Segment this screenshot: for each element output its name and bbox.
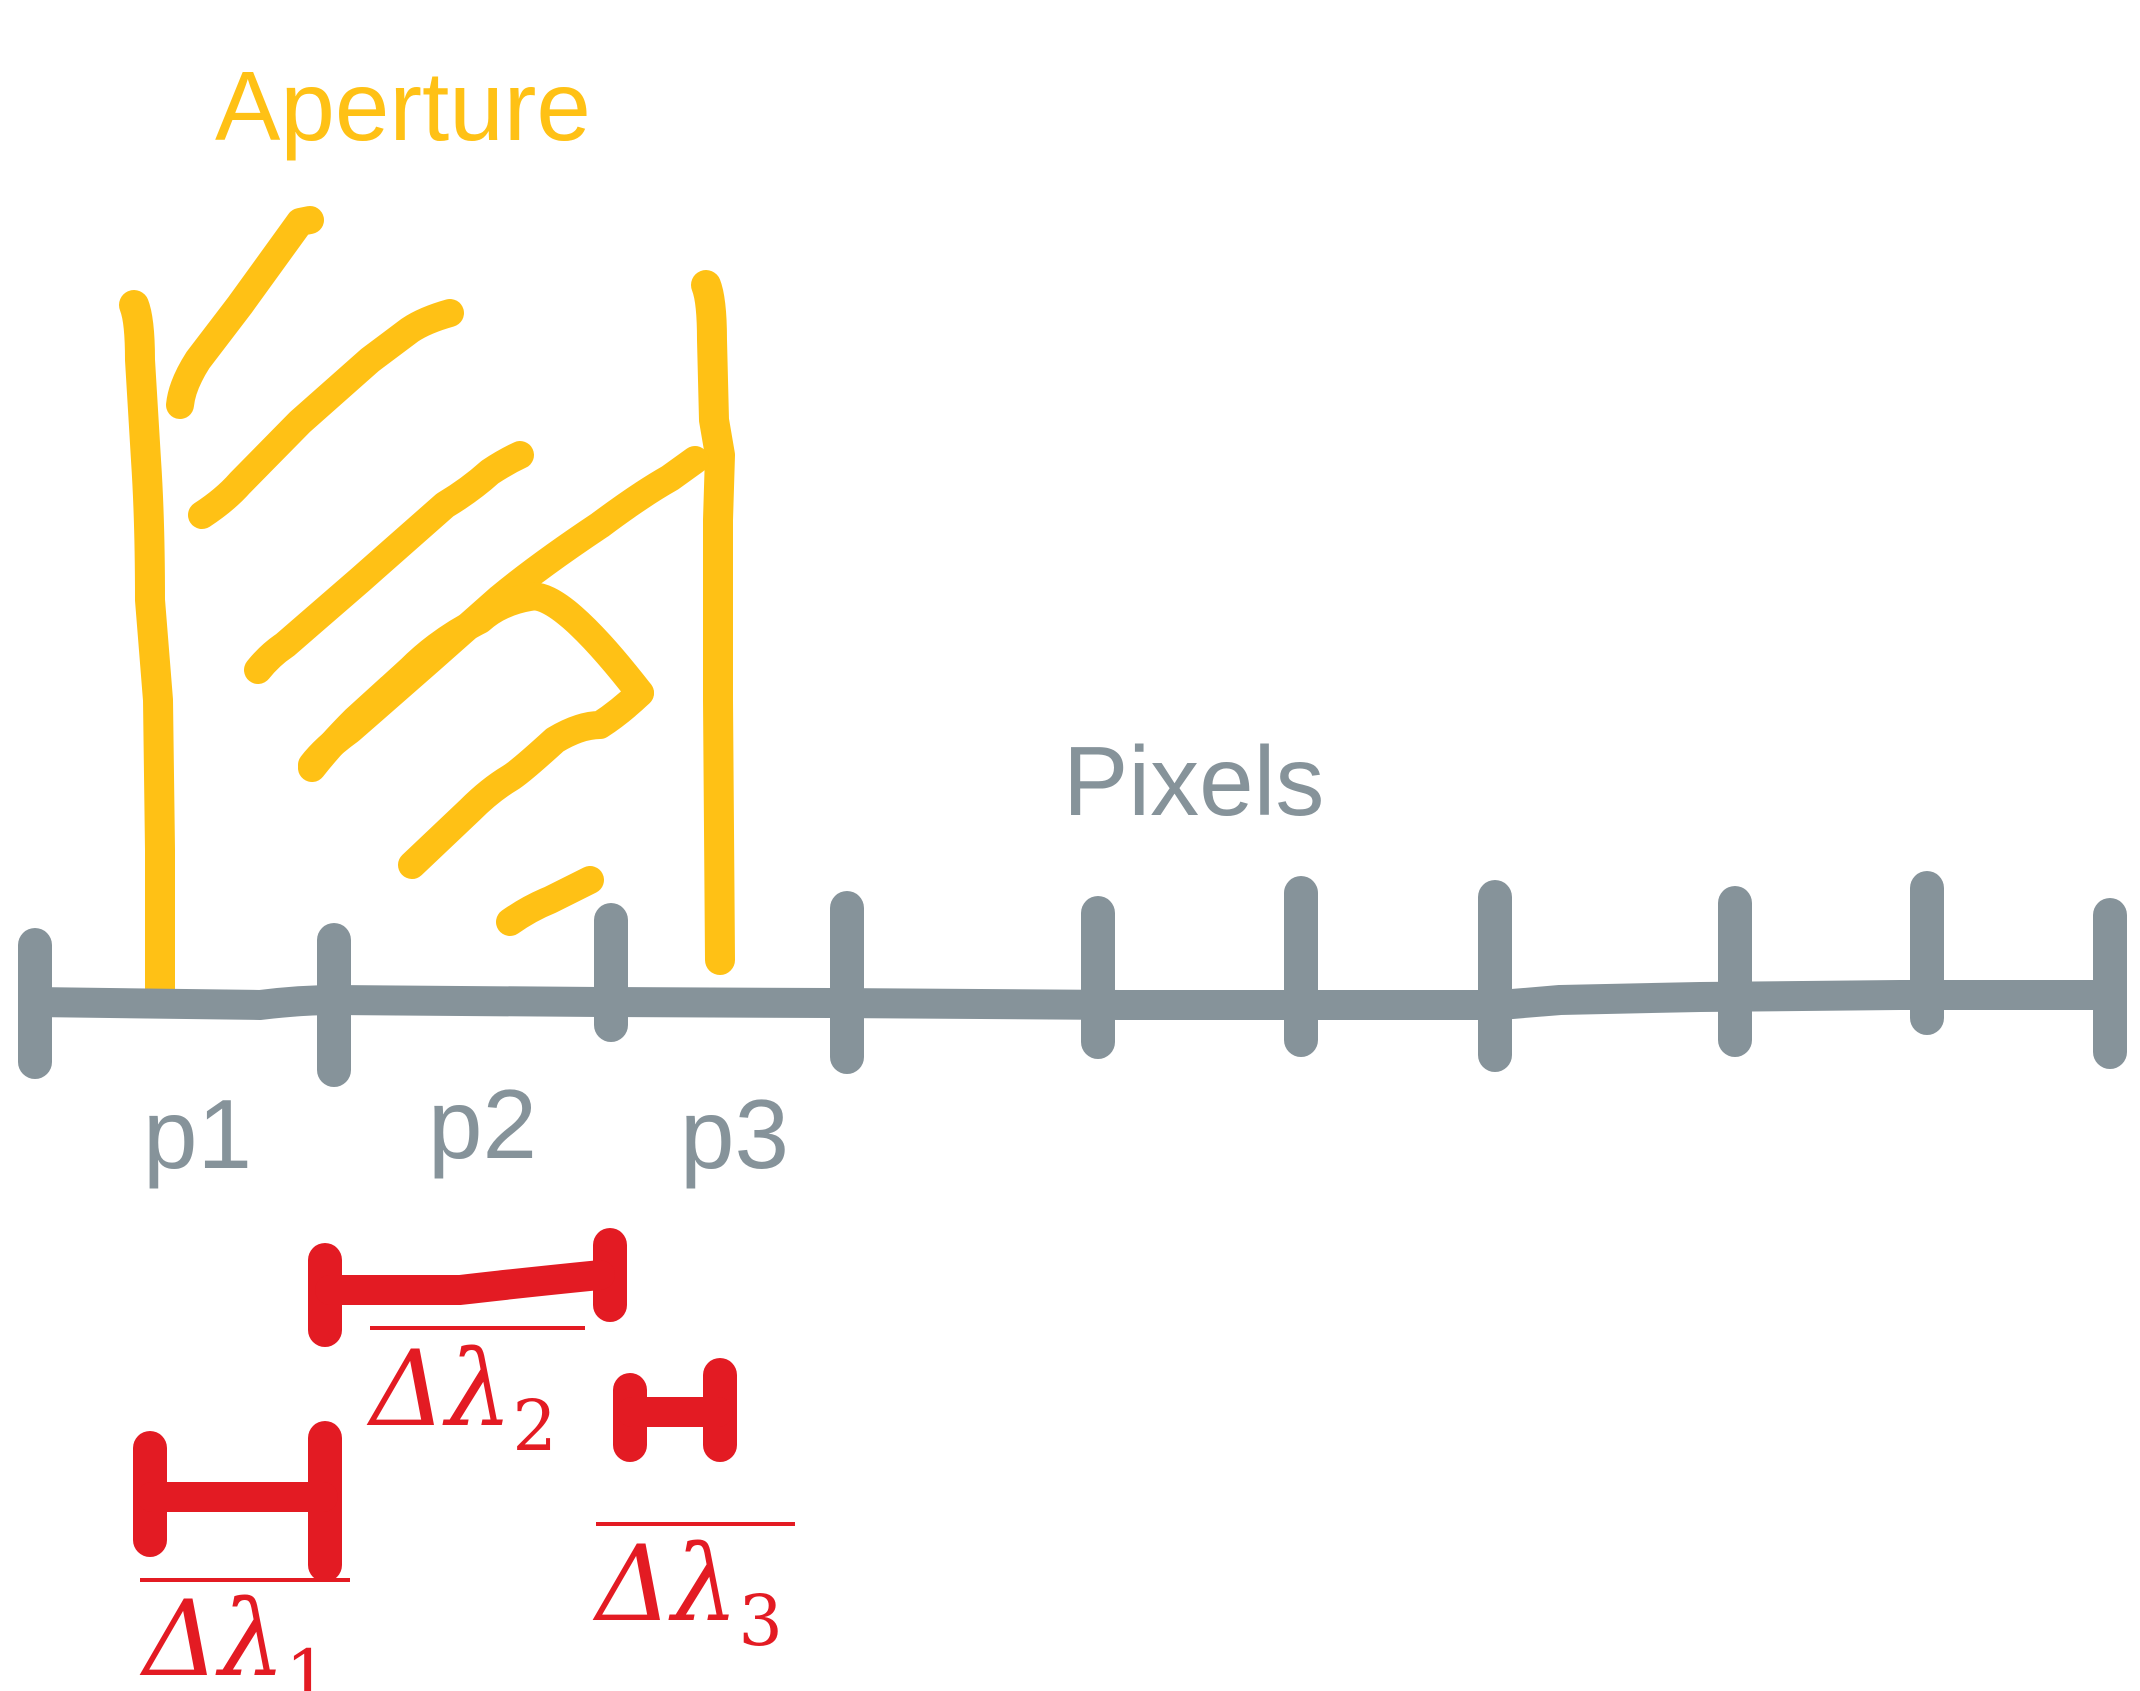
delta-lambda-3-bracket bbox=[613, 1358, 737, 1462]
pixels-label: Pixels bbox=[1063, 726, 1324, 836]
delta-lambda-2-bracket bbox=[308, 1228, 627, 1347]
aperture-left-wall bbox=[119, 290, 175, 1010]
pixel-ticks bbox=[18, 871, 2127, 1087]
pixel-label-p2: p2 bbox=[428, 1069, 537, 1179]
delta-lambda-3-label: Δλ3 bbox=[592, 1523, 783, 1662]
aperture-right-wall bbox=[691, 270, 735, 975]
aperture-label: Aperture bbox=[215, 51, 591, 161]
delta-lambda-1-bracket bbox=[133, 1421, 342, 1582]
delta-lambda-2-label: Δλ2 bbox=[366, 1328, 557, 1467]
pixel-label-p1: p1 bbox=[143, 1079, 252, 1189]
pixel-label-p3: p3 bbox=[680, 1079, 789, 1189]
delta-lambda-1-label: Δλ1 bbox=[139, 1578, 330, 1691]
aperture-hatching bbox=[166, 206, 709, 936]
